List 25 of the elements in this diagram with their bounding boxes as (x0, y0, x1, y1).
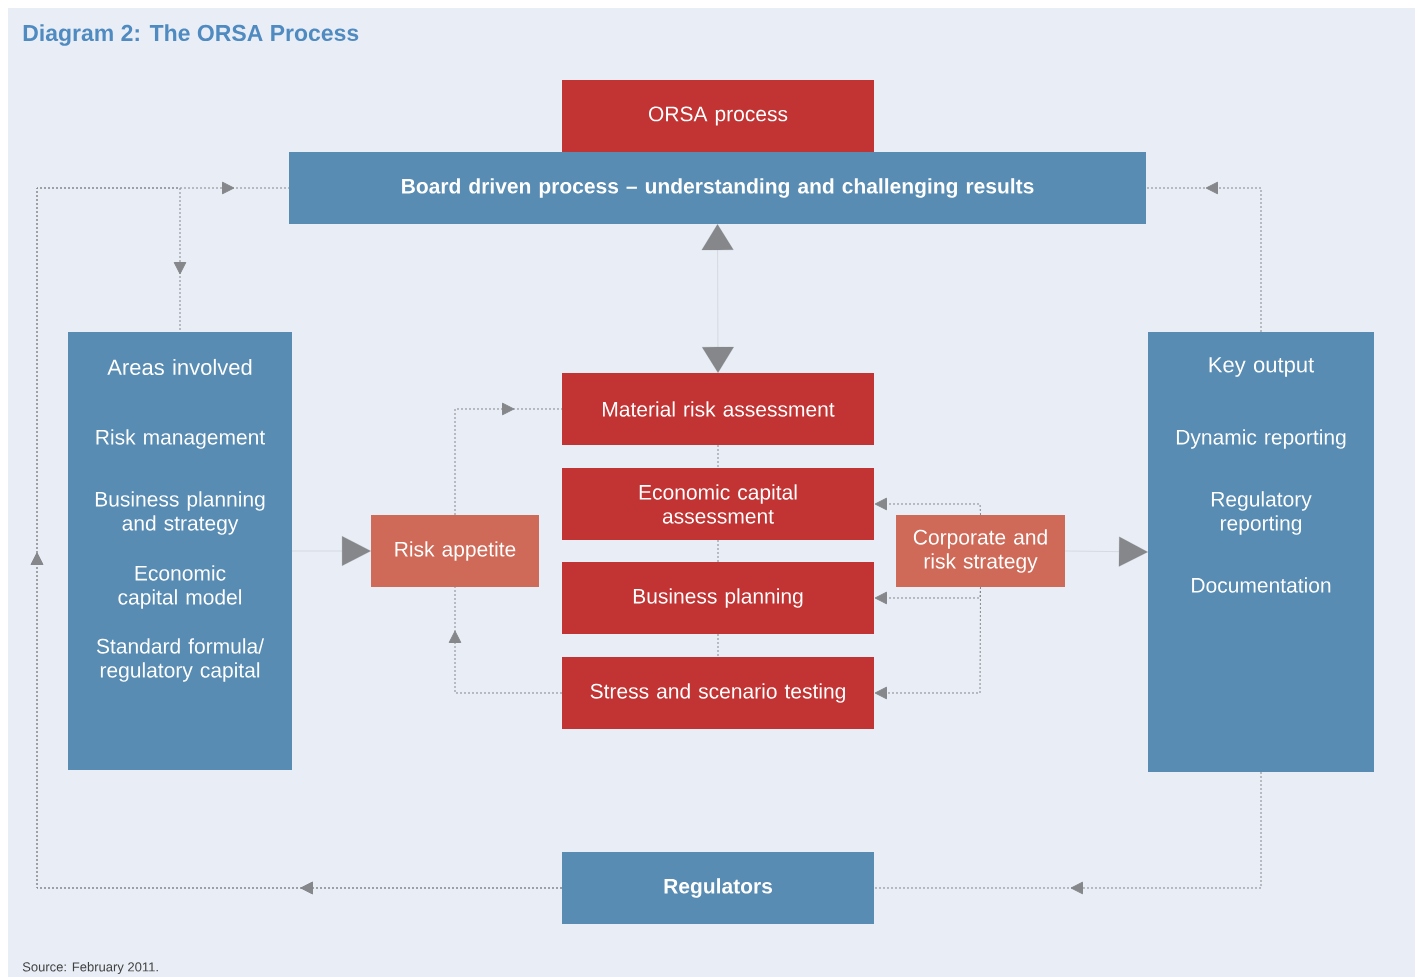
connector-arrow (1145, 181, 1262, 333)
connector-arrow (448, 586, 563, 694)
process-box: Business planning (562, 562, 874, 634)
connector-line (717, 444, 719, 469)
connector-line (717, 633, 719, 658)
flow-arrow (291, 536, 371, 566)
connector-line (717, 539, 719, 563)
process-box: Material risk assessment (562, 373, 874, 445)
input-box: Risk appetite (371, 515, 539, 587)
process-box: Stress and scenario testing (562, 657, 874, 729)
connector-arrow (874, 497, 981, 516)
flow-arrow (1064, 536, 1148, 567)
connector-arrow (874, 586, 981, 700)
connector-arrow (454, 402, 563, 516)
panel-box: Areas involved Risk management Business planning and strategy Economic capital model Standard formula/ regulatory capital (68, 332, 292, 770)
panel-box: Key output Dynamic reporting Regulatory reporting Documentation (1148, 332, 1374, 772)
input-box: Corporate and risk strategy (896, 515, 1065, 587)
process-box: ORSA process (562, 80, 874, 152)
connector-arrow (873, 771, 1262, 895)
source-note: Source: February 2011. (22, 961, 158, 975)
diagram-title: Diagram 2: The ORSA Process (23, 24, 359, 46)
process-box: Board driven process – understanding and challenging results (289, 152, 1146, 224)
process-box: Regulators (562, 852, 874, 924)
process-box: Economic capital assessment (562, 468, 874, 540)
flow-arrow (701, 224, 734, 373)
